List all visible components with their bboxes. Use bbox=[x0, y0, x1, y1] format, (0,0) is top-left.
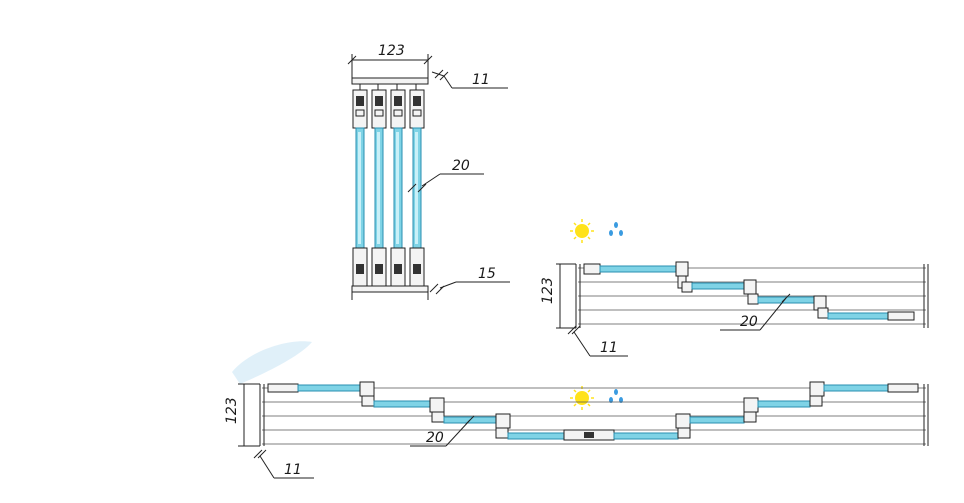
bottom-gap-callout: 11 bbox=[253, 449, 314, 479]
middle-glass-callout: 20 bbox=[720, 293, 791, 331]
stack-gap-label: 11 bbox=[472, 72, 490, 88]
middle-gap-callout: 11 bbox=[567, 325, 628, 357]
stacked-panel bbox=[390, 89, 406, 287]
stack-bottom-callout: 15 bbox=[429, 266, 510, 295]
middle-depth-dimension: 123 bbox=[540, 263, 576, 329]
bottom-depth-dimension: 123 bbox=[224, 383, 260, 447]
bottom-view: 123 20 11 bbox=[224, 341, 929, 479]
rain-drops-icon bbox=[609, 389, 623, 403]
stacked-panel bbox=[352, 89, 368, 287]
rain-drops-icon bbox=[609, 222, 623, 236]
stack-view: 123 bbox=[347, 43, 510, 300]
sun-icon bbox=[570, 219, 594, 243]
stacked-panel bbox=[409, 89, 425, 287]
middle-depth-label: 123 bbox=[540, 277, 556, 304]
bottom-gap-label: 11 bbox=[284, 462, 302, 478]
stacked-panel bbox=[371, 89, 387, 287]
stack-gap-callout: 11 bbox=[431, 69, 508, 89]
stack-width-dimension: 123 bbox=[347, 43, 433, 82]
bottom-depth-label: 123 bbox=[224, 397, 240, 424]
middle-gap-label: 11 bbox=[600, 340, 618, 356]
stack-width-label: 123 bbox=[378, 43, 405, 59]
middle-view: 123 20 11 bbox=[540, 219, 929, 357]
sun-icon bbox=[570, 386, 594, 410]
bottom-glass-callout: 20 bbox=[410, 415, 475, 447]
stack-glass-callout: 20 bbox=[407, 158, 484, 193]
stack-bottom-label: 15 bbox=[478, 266, 496, 282]
stack-glass-label: 20 bbox=[452, 158, 470, 174]
middle-glass-label: 20 bbox=[740, 314, 758, 330]
bottom-glass-label: 20 bbox=[426, 430, 444, 446]
